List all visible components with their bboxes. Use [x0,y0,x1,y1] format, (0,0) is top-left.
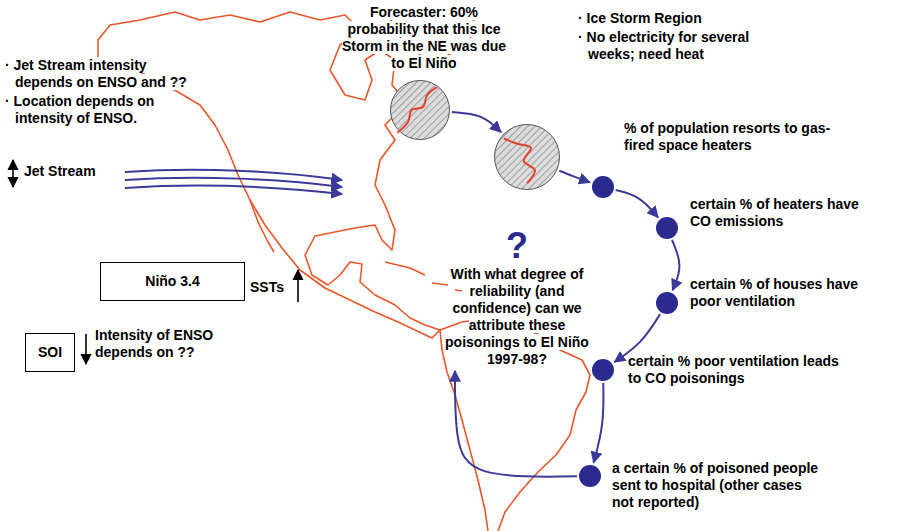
node-text: · No electricity for several weeks; need… [578,29,749,62]
node-text: SOI [38,344,62,360]
node-text: certain % of houses have poor ventilatio… [690,276,858,309]
label-holder: Intensity of ENSO depends on ?? [95,327,235,361]
text-holder: Forecaster: 60% probability that this Ic… [336,4,512,72]
text-holder: With what degree of reliability (and con… [440,266,594,368]
question-mark: ? [506,225,528,266]
node-text: % of population resorts to gas-fired spa… [624,120,830,153]
text-holder: · Ice Storm Region [578,10,793,27]
chain-dot: % of population resorts to gas-fired spa… [592,176,614,198]
chain-dot: certain % of heaters have CO emissions [656,217,678,239]
text-holder: certain % of houses have poor ventilatio… [690,276,875,310]
index-box: SOI [25,333,75,372]
dot-fill [592,359,614,381]
dot-fill [592,176,614,198]
hatched-circle [391,81,450,140]
hatched-region-circle: · Ice Storm Region· No electricity for s… [494,124,560,190]
text-holder: SOI [38,344,62,361]
node-text: Forecaster: 60% probability that this Ic… [342,4,506,71]
node-text: Niño 3.4 [145,273,199,289]
flow-arrow [455,371,577,477]
up-arrow [297,270,299,302]
jet-stream-line [125,186,342,194]
baja-outline [250,200,274,252]
chain-dot: certain % poor ventilation leads to CO p… [592,359,614,381]
north-america-outline [98,12,440,338]
node-text: a certain % of poisoned people sent to h… [612,460,818,510]
dot-shape [656,217,678,239]
circle-shape [390,80,450,140]
text-holder: certain % poor ventilation leads to CO p… [628,353,843,387]
text-holder: % of population resorts to gas-fired spa… [624,120,836,154]
sst-label: SSTs [250,279,284,295]
dot-shape [579,465,601,487]
label-holder: SSTs [250,279,294,296]
text-holder: · No electricity for several weeks; need… [578,29,793,63]
node-text: certain % of heaters have CO emissions [690,196,859,229]
flow-arrow [452,112,501,132]
text-holder: a certain % of poisoned people sent to h… [612,460,827,511]
hatched-region-circle: Forecaster: 60% probability that this Ic… [390,80,450,140]
dot-fill [656,292,678,314]
flow-arrow [616,190,658,217]
dot-shape [592,176,614,198]
up-down-arrow [12,160,14,187]
circle-shape [494,124,560,190]
flow-arrow [672,240,679,290]
note-text: Intensity of ENSO depends on ?? [95,327,213,360]
coastline [504,139,535,184]
note-text: · Location depends on intensity of ENSO. [5,93,154,126]
node-text: · Ice Storm Region [578,10,702,26]
flow-arrow [594,383,604,462]
label-holder: Jet Stream [24,163,119,180]
dot-shape [656,292,678,314]
dot-fill [579,465,601,487]
text-holder: ? [440,226,594,266]
hatched-circle [495,125,560,190]
note-text: · Jet Stream intensity depends on ENSO a… [5,57,187,90]
chain-dot: a certain % of poisoned people sent to h… [579,465,601,487]
label-holder: · Jet Stream intensity depends on ENSO a… [5,57,200,91]
question-note: ?With what degree of reliability (and co… [440,226,594,368]
text-holder: certain % of heaters have CO emissions [690,196,868,230]
down-arrow [85,334,87,364]
jet-stream-label: Jet Stream [24,163,96,179]
dot-fill [656,217,678,239]
node-text: certain % poor ventilation leads to CO p… [628,353,839,386]
label-holder: · Location depends on intensity of ENSO. [5,93,200,127]
dot-shape [592,359,614,381]
index-box: Niño 3.4 [100,262,245,301]
flow-arrow [559,171,590,183]
node-text: With what degree of reliability (and con… [445,266,589,367]
text-holder: Niño 3.4 [113,273,232,290]
coastline [397,87,437,133]
chain-dot: certain % of houses have poor ventilatio… [656,292,678,314]
